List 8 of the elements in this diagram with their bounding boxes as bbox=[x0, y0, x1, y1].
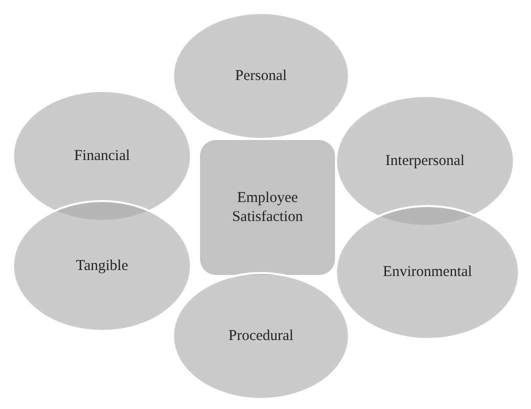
node-label: Procedural bbox=[228, 326, 294, 346]
node-label: Interpersonal bbox=[384, 152, 466, 170]
node-label: Environmental bbox=[382, 263, 474, 282]
center-box bbox=[200, 140, 335, 275]
node-label: Financial bbox=[73, 146, 131, 166]
node-label: Tangible bbox=[74, 256, 130, 276]
node-label: Employee Satisfaction bbox=[231, 188, 304, 226]
node-label: Personal bbox=[234, 66, 288, 86]
